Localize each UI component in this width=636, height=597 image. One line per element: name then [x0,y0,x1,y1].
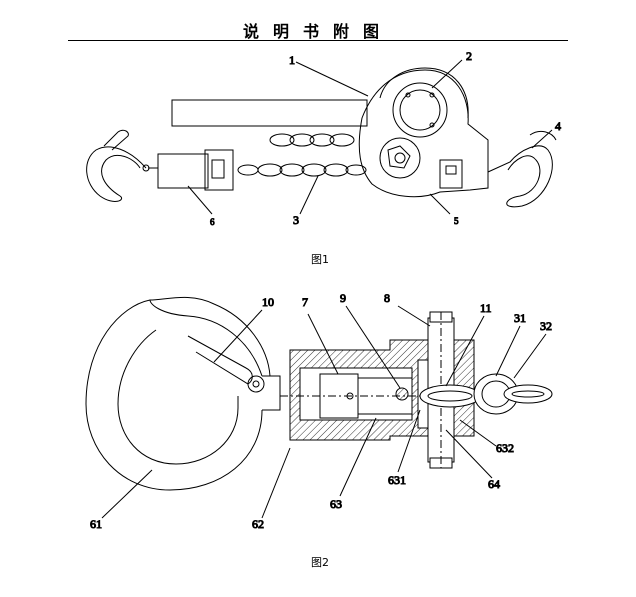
label-7: 7 [302,295,308,309]
top-hook [487,145,553,208]
leader-31 [495,325,521,377]
latch-pivot [247,375,265,393]
leader-9 [345,305,401,389]
leader-631 [397,409,421,473]
leader-62 [261,447,291,519]
leader-4 [531,129,553,149]
label-32: 32 [540,319,552,333]
label-4: 4 [555,119,561,133]
lever-handle [171,99,368,127]
leader-63 [339,417,377,497]
top-hook-latch [529,130,557,141]
label-5: 5 [454,216,459,226]
leader-61 [101,469,153,519]
label-8: 8 [384,291,390,305]
leader-5 [429,193,451,215]
leader-7 [307,313,339,375]
label-6: 6 [210,217,215,227]
leader-8 [397,305,431,327]
load-chain [237,133,367,177]
bottom-hook-latch [103,129,129,151]
label-10: 10 [262,295,274,309]
figure-2-caption: 图2 [311,556,329,569]
bottom-hook [86,146,147,202]
leader-64 [445,429,493,479]
label-9: 9 [340,291,346,305]
hook-shank [262,375,281,411]
label-631: 631 [388,473,406,487]
hook-inner-curve [117,329,239,465]
figure-1-caption: 图1 [311,253,329,266]
leader-6 [187,185,213,215]
label-2: 2 [466,49,472,63]
leader-32 [513,333,547,379]
figure-2-hook-detail [85,296,553,519]
header-divider [68,40,568,41]
figure-1-lever-hoist [86,59,557,215]
pin-9 [395,387,409,401]
lower-gear [379,137,421,179]
label-632: 632 [496,441,514,455]
wheel-cover [379,67,469,119]
leader-3 [299,175,319,215]
side-plate [439,159,463,189]
label-11: 11 [480,301,492,315]
hook-outer-curve [85,299,263,491]
page-title: 说明书附图 [242,22,393,41]
upper-wheel [392,82,448,138]
label-31: 31 [514,311,526,325]
label-62: 62 [252,517,264,531]
leader-11 [445,315,485,387]
hook-tip [149,296,271,377]
label-61: 61 [90,517,102,531]
upper-wheel-hub [399,89,441,131]
label-64: 64 [488,477,500,491]
label-3: 3 [293,213,299,227]
bottom-hook-block [157,153,209,189]
pawl [387,145,411,169]
leader-632 [459,419,497,447]
label-1: 1 [289,53,295,67]
label-63: 63 [330,497,342,511]
bottom-hook-nut [204,149,234,191]
leader-10 [213,309,263,363]
leader-1 [295,61,369,97]
hoist-housing [358,69,489,198]
leader-2 [431,59,463,89]
